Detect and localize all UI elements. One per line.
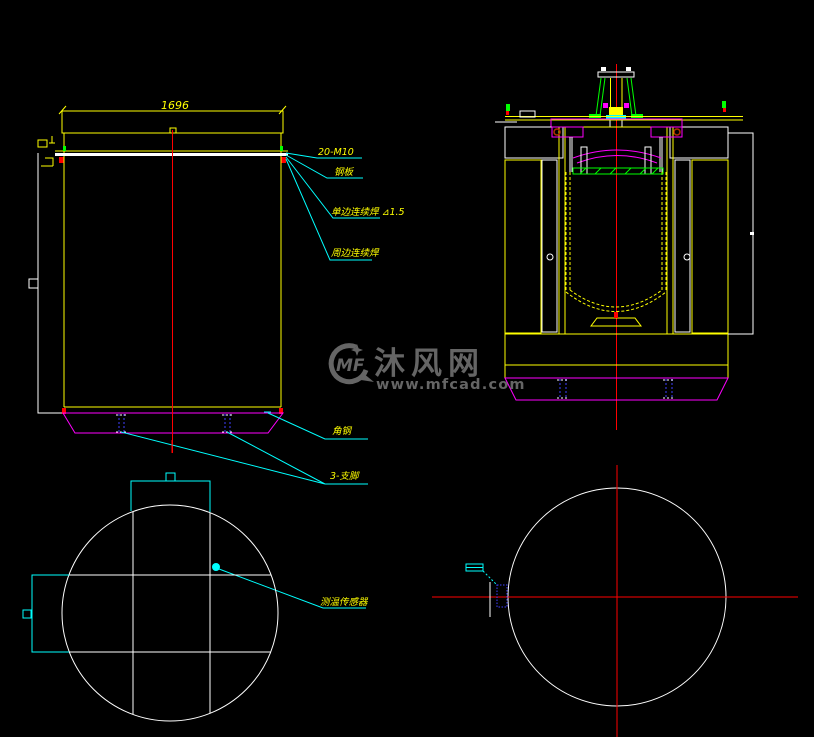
crucible (566, 172, 666, 326)
top-fitting-outline (131, 481, 210, 512)
sensor-point (212, 563, 220, 571)
wall-insulation-right (692, 160, 728, 333)
watermark-site-name: 沐风网 (374, 346, 485, 382)
tank-lid (62, 111, 283, 133)
wall-insulation-left (505, 160, 541, 333)
view-furnace-section (495, 64, 754, 430)
dimension-width: 1696 (161, 99, 189, 112)
jacket-notch (29, 279, 38, 288)
label-sensor: 测温传感器 (320, 597, 369, 608)
dimension-ticks (59, 106, 286, 114)
label-weld-single: 单边连续焊 ⊿1.5 (331, 207, 405, 218)
watermark-url: www.mfcad.com (376, 377, 526, 393)
flange-plate (55, 153, 288, 156)
mf-logo-tail (361, 373, 374, 382)
furnace-base (505, 378, 728, 400)
crucible-support (552, 127, 682, 174)
view-tank-elevation: 1696 (29, 99, 288, 453)
brick-band-right (670, 127, 728, 158)
label-feet: 3-支脚 (330, 471, 360, 482)
side-duct (728, 133, 753, 334)
heating-elements-left (542, 160, 557, 332)
foot-weld-dots (116, 415, 233, 432)
mf-logo-swoosh (331, 346, 366, 382)
label-angle-steel: 角钢 (332, 425, 353, 437)
chamber-liner-lines (559, 127, 673, 334)
brick-band-left (505, 127, 563, 158)
leader-angle-steel (268, 413, 368, 439)
leader-plate (286, 155, 363, 178)
label-plate: 钢板 (334, 167, 355, 178)
leader-feet (121, 432, 368, 484)
top-fitting-nozzle (166, 473, 175, 481)
weld-symbols (38, 136, 55, 166)
leader-sensor (219, 569, 366, 608)
side-fitting-bracket (32, 575, 69, 652)
flange-mark-right (280, 146, 283, 151)
base-channel-hidden (560, 379, 672, 399)
side-duct-tick (750, 232, 754, 235)
rim-end-marks (506, 101, 726, 115)
section-mark-left (547, 254, 553, 260)
label-bolts: 20-M10 (318, 147, 354, 158)
view-base-plan (432, 465, 798, 737)
body-corner-left (62, 408, 66, 414)
flange-mark-left (63, 146, 66, 151)
base-channel-dots (557, 380, 675, 398)
jacket-outline (38, 153, 283, 413)
mf-logo-text: MF (336, 356, 365, 376)
furnace-rim (505, 117, 743, 121)
skirt (63, 413, 283, 433)
leader-weld-perimeter (286, 159, 372, 260)
view-tank-plan (23, 440, 278, 721)
foot-hidden-lines (119, 414, 230, 433)
heating-elements-right (675, 160, 690, 332)
leader-weld-single (286, 157, 380, 218)
section-mark-right (684, 254, 690, 260)
plan-grid-lines (69, 512, 271, 714)
body-corner-right (279, 408, 283, 414)
pipe-stub-leader (483, 571, 497, 585)
flange-bolt-left (59, 157, 64, 163)
label-weld-perimeter: 周边连续焊 (331, 248, 380, 259)
annotation-leaders: 20-M10 钢板 单边连续焊 ⊿1.5 周边连续焊 角钢 3-支脚 测温传感器 (121, 147, 405, 608)
watermark: MF 沐风网 www.mfcad.com (331, 344, 526, 393)
rim-detail-box (520, 111, 535, 117)
mf-logo-star (351, 344, 363, 356)
tank-plan-circle (62, 505, 278, 721)
nozzle-flange-hidden (497, 585, 507, 607)
side-fitting-nozzle (23, 610, 31, 618)
leader-bolts (286, 153, 362, 158)
flange-bolt-right (281, 157, 286, 163)
